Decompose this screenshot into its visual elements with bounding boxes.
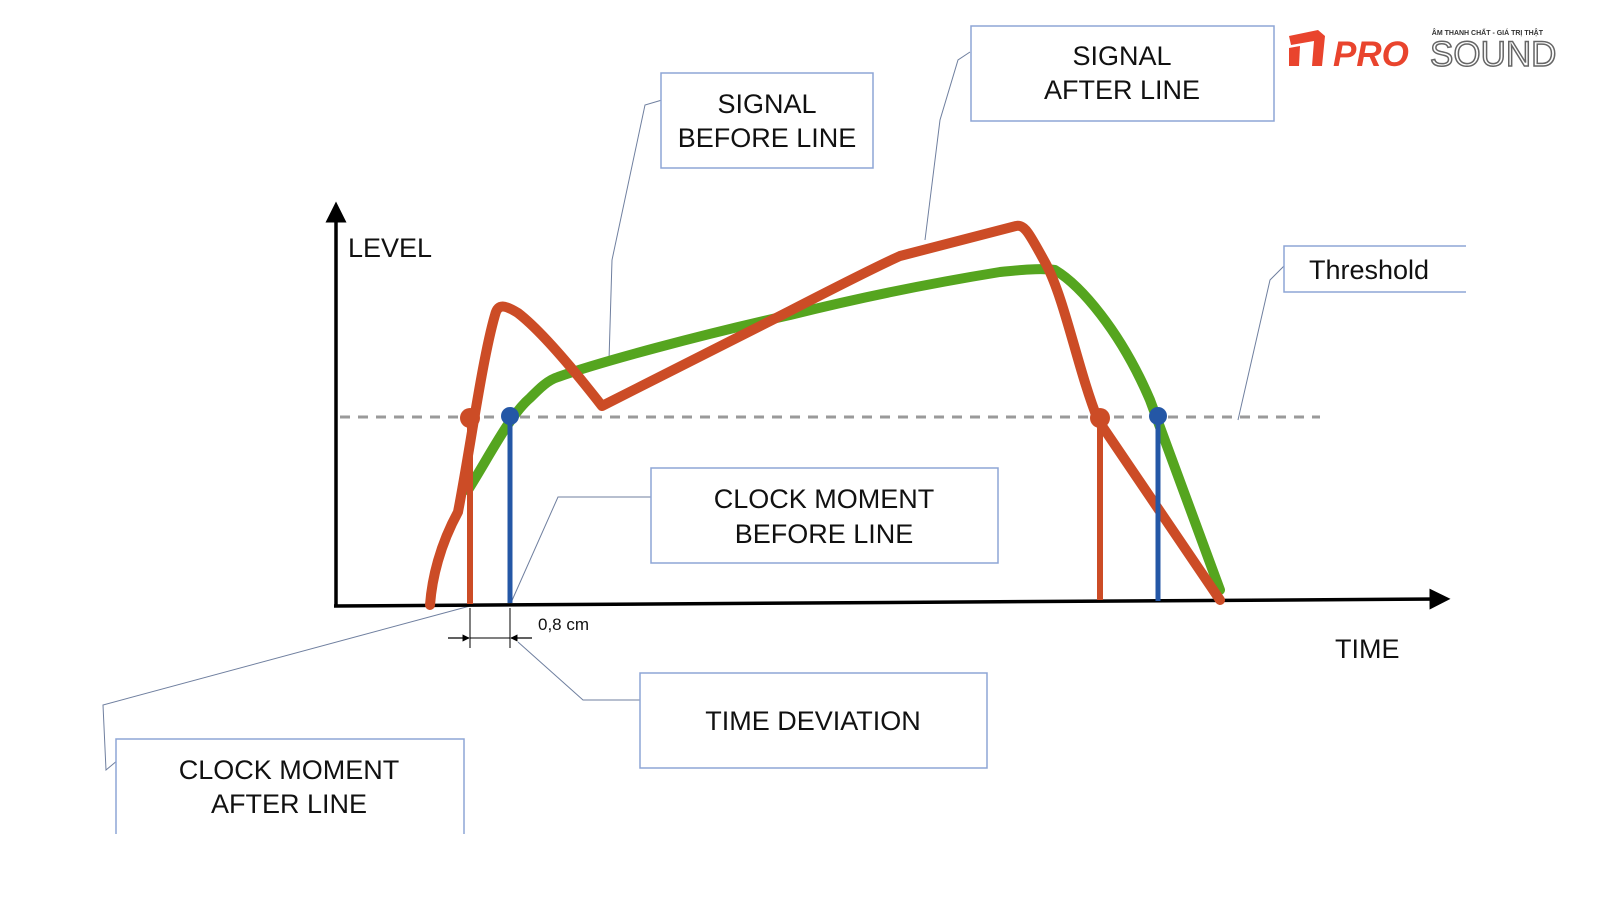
signal-before-line-2: BEFORE LINE xyxy=(678,123,857,153)
clock-before-line-2: BEFORE LINE xyxy=(735,519,914,549)
label-signal-after: SIGNAL AFTER LINE xyxy=(970,25,1275,122)
clock-before-line-1: CLOCK MOMENT xyxy=(714,484,935,514)
time-deviation-text: TIME DEVIATION xyxy=(705,706,921,736)
leader-signal-before xyxy=(608,99,663,361)
clock-after-line-2: AFTER LINE xyxy=(211,789,367,819)
measure-label: 0,8 cm xyxy=(538,615,589,634)
clock-moment-before-markers xyxy=(501,407,1167,603)
signal-after-line-1: SIGNAL xyxy=(1072,41,1171,71)
logo-mark-icon xyxy=(1289,30,1325,66)
clock-after-line-1: CLOCK MOMENT xyxy=(179,755,400,785)
prosound-logo: ÂM THANH CHẤT - GIÁ TRỊ THẬT PRO SOUND xyxy=(1289,27,1557,75)
x-axis xyxy=(333,588,1451,610)
threshold-text: Threshold xyxy=(1309,255,1429,285)
logo-tagline: ÂM THANH CHẤT - GIÁ TRỊ THẬT xyxy=(1432,27,1544,37)
clock-after-dot-start xyxy=(460,408,480,428)
label-clock-before: CLOCK MOMENT BEFORE LINE xyxy=(650,467,999,564)
label-time-deviation: TIME DEVIATION xyxy=(639,672,988,769)
signal-after-line-2: AFTER LINE xyxy=(1044,75,1200,105)
label-clock-after: CLOCK MOMENT AFTER LINE xyxy=(115,738,465,834)
leader-clock-before xyxy=(509,496,652,606)
label-threshold: Threshold xyxy=(1283,245,1466,293)
clock-moment-after-markers xyxy=(460,408,1110,604)
label-signal-before: SIGNAL BEFORE LINE xyxy=(660,72,874,169)
leader-lines xyxy=(102,51,1286,772)
time-deviation-measure: 0,8 cm xyxy=(448,608,589,648)
leader-clock-after xyxy=(102,605,471,772)
clock-before-dot-end xyxy=(1149,407,1167,425)
signal-before-line-1: SIGNAL xyxy=(717,89,816,119)
y-axis-label: LEVEL xyxy=(348,233,432,263)
leader-signal-after xyxy=(924,51,971,241)
clock-before-dot-start xyxy=(501,407,519,425)
clock-after-dot-end xyxy=(1090,408,1110,428)
axes: LEVEL TIME xyxy=(325,201,1451,664)
logo-text-sound: SOUND xyxy=(1430,35,1556,74)
signal-after-line-curve xyxy=(425,220,1225,610)
x-axis-label: TIME xyxy=(1335,634,1400,664)
leader-threshold xyxy=(1237,264,1286,421)
leader-time-deviation xyxy=(517,641,640,701)
logo-text-pro: PRO xyxy=(1333,35,1409,74)
